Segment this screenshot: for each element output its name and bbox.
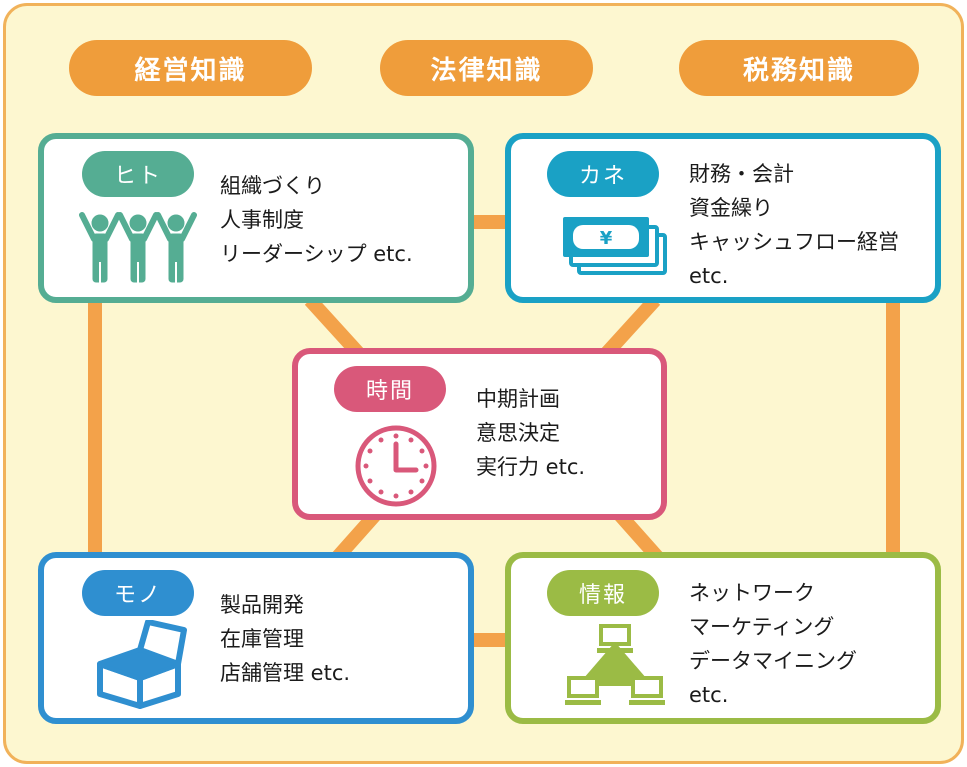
kane-line: 財務・会計	[689, 162, 794, 186]
hito-line: 組織づくり	[220, 174, 325, 198]
pill-management-knowledge: 経営知識	[69, 40, 312, 96]
kane-line: キャッシュフロー経営	[689, 230, 899, 254]
connector-kane-jikan	[599, 295, 661, 360]
pill-tax-knowledge: 税務知識	[679, 40, 919, 96]
hito-lines: 組織づくり 人事制度 リーダーシップ etc.	[220, 169, 413, 271]
clock-icon	[355, 425, 437, 507]
tag-joho: 情報	[547, 570, 659, 616]
tag-kane: カネ	[547, 151, 659, 197]
joho-line: ネットワーク	[689, 581, 815, 605]
mono-line: 店舗管理 etc.	[220, 661, 351, 685]
tag-mono: モノ	[82, 570, 194, 616]
hito-line: リーダーシップ etc.	[220, 242, 413, 266]
mono-lines: 製品開発 在庫管理 店舗管理 etc.	[220, 588, 350, 690]
jikan-line: 中期計画	[476, 387, 560, 411]
box-icon	[97, 620, 187, 709]
kane-lines: 財務・会計 資金繰り キャッシュフロー経営 etc.	[689, 157, 899, 293]
network-icon	[565, 624, 665, 705]
card-hito: ヒト	[38, 133, 474, 303]
card-jikan: 時間 中期計画 意思決定 実行力 etc.	[292, 348, 667, 520]
pill-label: 経営知識	[134, 55, 247, 86]
jikan-lines: 中期計画 意思決定 実行力 etc.	[476, 382, 585, 484]
pill-label: 税務知識	[742, 55, 855, 86]
card-mono: モノ 製品開発 在庫管理 店舗管理 etc.	[38, 552, 474, 724]
card-joho: 情報 ネットワーク マーケティング データマイニング etc.	[505, 552, 941, 724]
hito-line: 人事制度	[220, 208, 304, 232]
joho-line: データマイニング	[689, 649, 857, 673]
yen-money-icon: ¥	[563, 217, 667, 275]
joho-line: マーケティング	[689, 615, 835, 639]
connector-hito-jikan	[304, 295, 366, 360]
people-icon	[79, 212, 197, 283]
joho-lines: ネットワーク マーケティング データマイニング etc.	[689, 576, 857, 712]
jikan-line: 意思決定	[476, 421, 560, 445]
card-kane: カネ ¥ 財務・会計 資金繰り キャッシュフロー経営 etc.	[505, 133, 941, 303]
mono-line: 在庫管理	[220, 627, 304, 651]
pill-label: 法律知識	[430, 55, 543, 86]
kane-line: etc.	[689, 264, 729, 288]
jikan-line: 実行力 etc.	[476, 455, 586, 479]
kane-line: 資金繰り	[689, 196, 773, 220]
svg-text:¥: ¥	[600, 228, 613, 249]
tag-jikan: 時間	[334, 366, 446, 412]
mono-line: 製品開発	[220, 593, 304, 617]
joho-line: etc.	[689, 683, 729, 707]
tag-hito: ヒト	[82, 151, 194, 197]
pill-legal-knowledge: 法律知識	[380, 40, 593, 96]
